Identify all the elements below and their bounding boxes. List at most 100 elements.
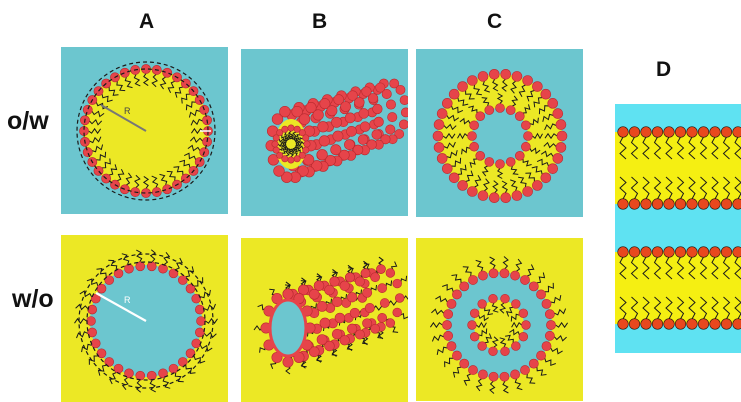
lipid-head [529,359,538,368]
lipid-head [542,342,551,351]
lipid-head [470,142,479,151]
lipid-head [169,364,178,373]
panel-b-top-cylindrical-micelle [241,49,408,216]
lipid-head [545,331,554,340]
lipid-head [377,265,386,274]
lipid-head [489,347,498,356]
lipid-head [273,147,279,153]
lipid-head [433,131,443,141]
lipid-head [283,357,293,367]
lipid-head [362,319,371,328]
lipid-head [393,279,402,288]
lipid-head [522,321,531,330]
lipid-head [524,132,533,141]
lipid-head [687,127,698,138]
lipid-head [274,166,285,177]
lipid-head [467,187,477,197]
lipid-head [192,339,201,348]
lipid-head [374,117,384,127]
lipid-head [304,141,310,147]
lipid-head [83,105,92,114]
lipid-head [442,320,451,329]
lipid-head [553,153,563,163]
panel-c-bottom-toroidal-reverse-micelle [416,238,583,401]
lipid-head [470,309,479,318]
lipid-head [313,110,324,121]
panel-b-bottom-cylindrical-reverse-micelle [241,238,408,402]
lipid-head [388,112,397,121]
lipid-head [652,199,663,210]
lipid-head [460,282,469,291]
lipid-head [629,319,640,330]
lipid-head [347,292,357,302]
lipid-head [618,127,629,138]
lipid-head [545,310,554,319]
lipid-head [386,100,395,109]
lipid-head [532,180,542,190]
lipid-head [541,89,551,99]
lipid-head [434,120,444,130]
lipid-head [698,127,709,138]
lipid-head [675,247,686,258]
lipid-head [500,269,509,278]
lipid-head [449,89,459,99]
lipid-head [347,324,357,334]
lipid-head [468,365,477,374]
lipid-head [557,131,567,141]
panel-a-bottom-spherical-reverse-micelle: R [61,235,228,402]
lipid-head [272,141,278,147]
lipid-head [520,365,529,374]
lipid-head [365,303,374,312]
lipid-head [355,277,364,286]
lipid-head [501,294,510,303]
lipid-head [442,164,452,174]
lipid-head [317,149,328,160]
lipid-head [510,271,519,280]
lipid-head [447,342,456,351]
lipid-head [515,112,524,121]
lipid-head [489,372,498,381]
lipid-head [458,82,468,92]
lipid-head [629,127,640,138]
panel-a-top-spherical-micelle: R [61,47,228,214]
lipid-head [710,127,721,138]
lipid-head [710,247,721,258]
lipid-head [501,69,511,79]
lipid-head [721,319,732,330]
lipid-head [120,185,129,194]
row-label-ow: o/w [7,107,49,136]
lipid-head [542,299,551,308]
lipid-head [664,127,675,138]
lipid-head [485,157,494,166]
lipid-head [362,288,371,297]
lipid-head [195,95,204,104]
cylinder-end-face [270,300,306,356]
lipid-head [359,108,369,118]
lipid-head [675,199,686,210]
lipid-head [675,127,686,138]
lipid-head [87,317,96,326]
lipid-head [350,308,360,318]
lipid-head [476,151,485,160]
lipid-head [442,98,452,108]
row-label-wo: w/o [12,285,54,314]
lipid-head [396,85,405,94]
lipid-head [468,132,477,141]
lipid-head [548,98,558,108]
lipid-head [345,273,354,282]
lipid-head [523,75,533,85]
lipid-head [335,313,345,323]
lipid-head [378,313,387,322]
lipid-head [91,339,100,348]
lipid-head [299,114,310,125]
lipid-head [733,199,741,210]
lipid-head [360,122,370,132]
lipid-head [618,247,629,258]
lipid-head [511,299,520,308]
lipid-head [147,371,156,380]
lipid-head [437,109,447,119]
lipid-head [458,180,468,190]
lipid-head [478,370,487,379]
lipid-head [368,93,378,103]
lipid-head [485,106,494,115]
